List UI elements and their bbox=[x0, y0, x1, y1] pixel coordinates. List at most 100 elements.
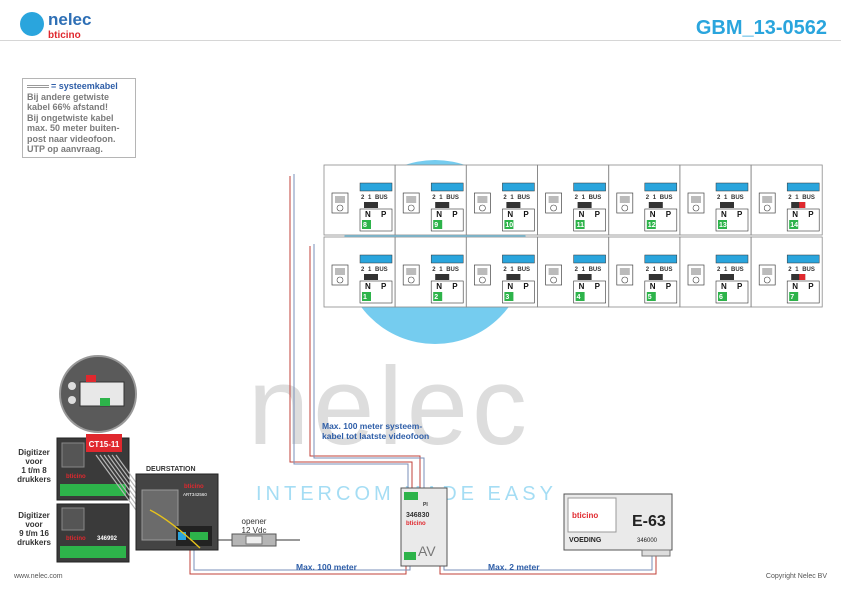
unit-number: 9 bbox=[434, 222, 438, 229]
bus-label: BUS bbox=[446, 195, 459, 201]
dip-switch bbox=[791, 202, 806, 208]
terminal-1-label: 1 bbox=[510, 267, 514, 273]
n-label: N bbox=[507, 282, 513, 291]
screen-icon bbox=[477, 268, 488, 275]
unit-number: 10 bbox=[505, 222, 513, 229]
button-icon bbox=[692, 204, 700, 212]
terminal-1-label: 1 bbox=[724, 267, 728, 273]
av-code: 346830 bbox=[406, 512, 429, 519]
terminal-2-label: 2 bbox=[432, 267, 436, 273]
av-pi: PI bbox=[423, 502, 428, 508]
terminal-2-label: 2 bbox=[788, 195, 792, 201]
terminal-1-label: 1 bbox=[368, 195, 372, 201]
document-code: GBM_13-0562 bbox=[695, 17, 827, 39]
terminal-block bbox=[786, 254, 820, 264]
digitizer-2-label: Digitizer voor 9 t/m 16 drukkers bbox=[17, 511, 51, 547]
button-icon bbox=[407, 276, 415, 284]
terminal-2-label: 2 bbox=[788, 267, 792, 273]
note-max100: Max. 100 meter bbox=[296, 562, 357, 572]
screen-icon bbox=[477, 196, 488, 203]
unit-number: 1 bbox=[363, 294, 367, 301]
digitizer-1-brand: bticino bbox=[66, 474, 86, 480]
button-icon bbox=[550, 204, 557, 212]
dip-switch bbox=[435, 202, 450, 208]
terminal-block bbox=[430, 182, 464, 192]
bus-label: BUS bbox=[731, 195, 744, 201]
digitizer-1-label: Digitizer voor 1 t/m 8 drukkers bbox=[17, 448, 51, 484]
terminal-2-label: 2 bbox=[717, 195, 721, 201]
dip-switch bbox=[648, 274, 663, 280]
n-label: N bbox=[436, 210, 442, 219]
legend-line: post naar videofoon. bbox=[27, 133, 116, 144]
dip-switch bbox=[577, 274, 592, 280]
unit-number: 3 bbox=[505, 294, 509, 301]
dip-switch bbox=[364, 202, 378, 208]
logo-brand: bticino bbox=[48, 30, 81, 41]
n-label: N bbox=[365, 282, 371, 291]
bus-label: BUS bbox=[802, 267, 815, 273]
footer-website: www.nelec.com bbox=[14, 573, 63, 580]
terminal-1-label: 1 bbox=[582, 195, 586, 201]
unit-number: 7 bbox=[790, 294, 794, 301]
unit-number-badge bbox=[575, 220, 585, 229]
button-icon bbox=[621, 276, 629, 284]
door-brand: bticino bbox=[184, 484, 204, 490]
screen-icon bbox=[619, 268, 630, 275]
module-code: CT15-11 bbox=[89, 440, 120, 449]
supply-code: 346000 bbox=[637, 538, 658, 544]
bus-label: BUS bbox=[660, 195, 673, 201]
n-label: N bbox=[650, 282, 656, 291]
terminal-block bbox=[502, 182, 535, 192]
av-label: AV bbox=[418, 543, 436, 559]
terminal-2-label: 2 bbox=[361, 195, 365, 201]
unit-number-badge bbox=[504, 292, 514, 301]
terminal-block bbox=[359, 182, 393, 192]
door-title: DEURSTATION bbox=[146, 466, 196, 473]
p-label: P bbox=[381, 210, 387, 219]
terminal-1-label: 1 bbox=[582, 267, 586, 273]
bus-label: BUS bbox=[731, 267, 744, 273]
n-label: N bbox=[792, 210, 798, 219]
screen-icon bbox=[335, 196, 345, 203]
unit-number: 12 bbox=[648, 222, 656, 229]
unit-number-badge bbox=[789, 220, 799, 229]
power-supply: bticino E-63 VOEDING 346000 bbox=[563, 493, 673, 557]
unit-number-badge bbox=[718, 220, 727, 229]
p-label: P bbox=[808, 210, 814, 219]
bus-label: BUS bbox=[517, 267, 530, 273]
unit-number-badge bbox=[504, 220, 514, 229]
unit-number: 11 bbox=[577, 222, 585, 229]
p-label: P bbox=[808, 282, 814, 291]
dip-switch bbox=[577, 202, 592, 208]
n-label: N bbox=[579, 282, 585, 291]
dip-switch bbox=[435, 274, 450, 280]
legend-line: UTP op aanvraag. bbox=[27, 144, 103, 154]
unit-number-badge bbox=[789, 292, 799, 301]
door-opener bbox=[231, 533, 277, 547]
terminal-block bbox=[359, 254, 393, 264]
door-art: ART342560 bbox=[183, 492, 207, 497]
n-label: N bbox=[721, 282, 727, 291]
n-label: N bbox=[721, 210, 727, 219]
terminal-2-label: 2 bbox=[503, 195, 507, 201]
legend-line: max. 50 meter buiten- bbox=[27, 123, 120, 133]
terminal-block bbox=[430, 254, 464, 264]
unit-number-badge bbox=[646, 220, 656, 229]
terminal-block bbox=[573, 182, 606, 192]
bus-label: BUS bbox=[375, 195, 388, 201]
p-label: P bbox=[523, 210, 529, 219]
note-max100-riser: Max. 100 meter systeem- kabel tot laatst… bbox=[322, 421, 430, 441]
n-label: N bbox=[365, 210, 371, 219]
p-label: P bbox=[523, 282, 529, 291]
unit-number: 6 bbox=[719, 294, 723, 301]
opener-label: opener 12 Vdc bbox=[241, 517, 267, 535]
screen-icon bbox=[548, 268, 559, 275]
dip-switch bbox=[720, 274, 734, 280]
supply-brand: bticino bbox=[572, 511, 598, 520]
button-icon bbox=[407, 204, 415, 212]
